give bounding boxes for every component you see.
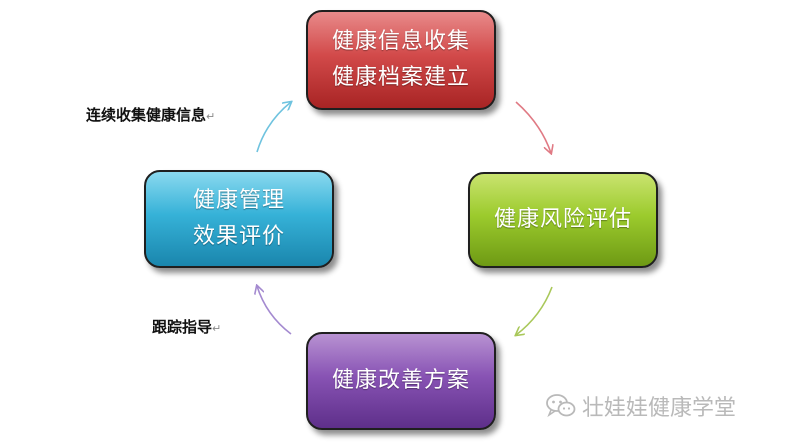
arrow-right-to-bottom — [516, 286, 553, 335]
label-continuous-collection: 连续收集健康信息↵ — [86, 104, 215, 125]
node-health-info-collection: 健康信息收集 健康档案建立 — [306, 10, 496, 110]
arrow-left-to-top — [256, 102, 291, 153]
node-left-line-1: 健康管理 — [192, 188, 285, 213]
label-follow-up-guidance: 跟踪指导↵ — [152, 316, 221, 337]
node-health-management-evaluation: 健康管理 效果评价 — [144, 170, 334, 268]
label-collect-text: 连续收集健康信息 — [86, 106, 207, 124]
arrow-bottom-to-left — [257, 286, 292, 335]
node-health-risk-assessment: 健康风险评估 — [468, 172, 658, 268]
node-top-line-1: 健康信息收集 — [331, 29, 470, 54]
watermark-text: 壮娃娃健康学堂 — [582, 396, 737, 421]
return-mark: ↵ — [206, 110, 216, 123]
wechat-icon — [546, 394, 576, 418]
node-health-improvement-plan: 健康改善方案 — [306, 332, 496, 430]
node-bottom-line-1: 健康改善方案 — [331, 368, 470, 393]
return-mark: ↵ — [212, 322, 222, 335]
watermark: 壮娃娃健康学堂 — [546, 390, 736, 422]
node-right-line-1: 健康风险评估 — [493, 207, 632, 232]
node-left-line-2: 效果评价 — [192, 224, 285, 249]
arrow-top-to-right — [515, 101, 551, 153]
label-track-text: 跟踪指导 — [152, 318, 213, 336]
node-top-line-2: 健康档案建立 — [331, 65, 470, 90]
